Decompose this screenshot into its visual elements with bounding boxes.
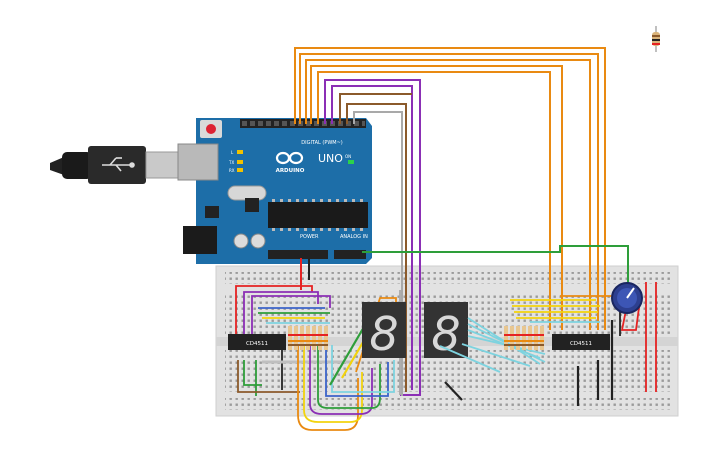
display-digit-left: 8 <box>369 307 398 361</box>
capacitor <box>250 233 266 249</box>
resistor-component[interactable] <box>652 26 660 52</box>
arduino-logo-icon <box>275 151 304 165</box>
led-l-label: L <box>231 150 234 155</box>
model-label: UNO <box>318 152 343 165</box>
resistor-array-right <box>504 326 544 350</box>
led-tx <box>237 160 243 164</box>
capacitor <box>233 233 249 249</box>
brand-label: ARDUINO <box>276 168 305 174</box>
analog-header <box>334 250 366 259</box>
led-on-label: ON <box>345 154 351 159</box>
usb-icon <box>102 157 135 172</box>
crystal <box>227 185 267 201</box>
led-l <box>237 150 243 154</box>
seven-segment-display-left[interactable]: 8 <box>362 302 406 361</box>
usb-cable[interactable] <box>50 146 179 184</box>
potentiometer[interactable] <box>611 282 643 314</box>
atmega-chip <box>268 202 368 228</box>
bottom-rail <box>225 398 670 410</box>
led-rx-label: RX <box>229 168 235 173</box>
decoder-chip-right[interactable]: CD4511 <box>552 334 610 350</box>
usb-chip <box>245 198 259 212</box>
wire-group-top[interactable] <box>294 47 629 396</box>
top-rail <box>225 272 670 284</box>
usb-jack <box>177 143 219 181</box>
seven-segment-display-right[interactable]: 8 <box>424 302 468 361</box>
digital-header-label: DIGITAL (PWM~) <box>301 140 343 146</box>
arduino-uno-board[interactable]: DIGITAL (PWM~) ARDUINO UNO L TX RX ON <box>177 118 372 264</box>
decoder-chip-left[interactable]: CD4511 <box>228 334 286 350</box>
led-on <box>348 160 354 164</box>
analog-header-label: ANALOG IN <box>340 234 368 240</box>
led-rx <box>237 168 243 172</box>
led-tx-label: TX <box>228 160 234 165</box>
power-header <box>268 250 328 259</box>
decoder-label-right: CD4511 <box>570 341 592 347</box>
power-jack <box>183 226 217 254</box>
icsp-header <box>205 206 219 218</box>
decoder-label-left: CD4511 <box>246 341 268 347</box>
power-header-label: POWER <box>300 234 319 240</box>
resistor-array-left <box>288 326 328 350</box>
